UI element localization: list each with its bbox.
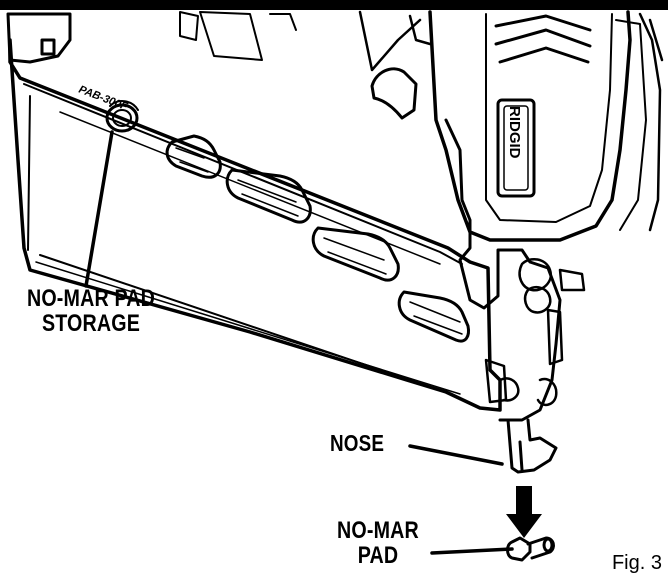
nose-tip bbox=[506, 418, 558, 474]
pad-storage-knob bbox=[105, 100, 139, 133]
trigger-guard bbox=[358, 10, 432, 72]
down-arrow bbox=[506, 486, 542, 538]
magazine-slots bbox=[165, 134, 470, 343]
housing-right-panel bbox=[615, 19, 647, 231]
magazine-end-cap bbox=[6, 12, 72, 64]
nose-callout: NOSE bbox=[330, 431, 396, 455]
pad-leader-line bbox=[430, 547, 514, 555]
storage-leader-line bbox=[84, 130, 114, 288]
storage-callout: NO-MAR PAD STORAGE bbox=[13, 285, 169, 338]
figure-label: Fig. 3 bbox=[611, 552, 662, 574]
brand-badge bbox=[496, 98, 536, 198]
magazine-inner-edge bbox=[23, 83, 463, 391]
magazine-outline bbox=[8, 38, 502, 412]
magazine-groove bbox=[35, 111, 461, 395]
nose-mechanism bbox=[444, 118, 562, 422]
housing-outline bbox=[428, 10, 632, 242]
housing-side-rail bbox=[638, 12, 664, 232]
top-border bbox=[0, 0, 668, 10]
handle-detail bbox=[179, 11, 297, 61]
nose-callout-text: NOSE bbox=[330, 430, 385, 456]
pad-callout-line2: PAD bbox=[357, 542, 399, 570]
trigger bbox=[370, 67, 418, 120]
pad-callout: NO-MAR PAD bbox=[333, 517, 423, 570]
pad-callout-line1: NO-MAR bbox=[337, 517, 419, 544]
storage-callout-line2: STORAGE bbox=[41, 310, 141, 338]
nose-leader-line bbox=[408, 444, 504, 466]
brand-marking: RIDGID bbox=[506, 106, 523, 159]
storage-callout-line1: NO-MAR PAD bbox=[26, 285, 156, 312]
housing-ribs bbox=[494, 14, 592, 64]
no-mar-pad bbox=[506, 536, 555, 562]
housing-inner bbox=[485, 13, 613, 223]
